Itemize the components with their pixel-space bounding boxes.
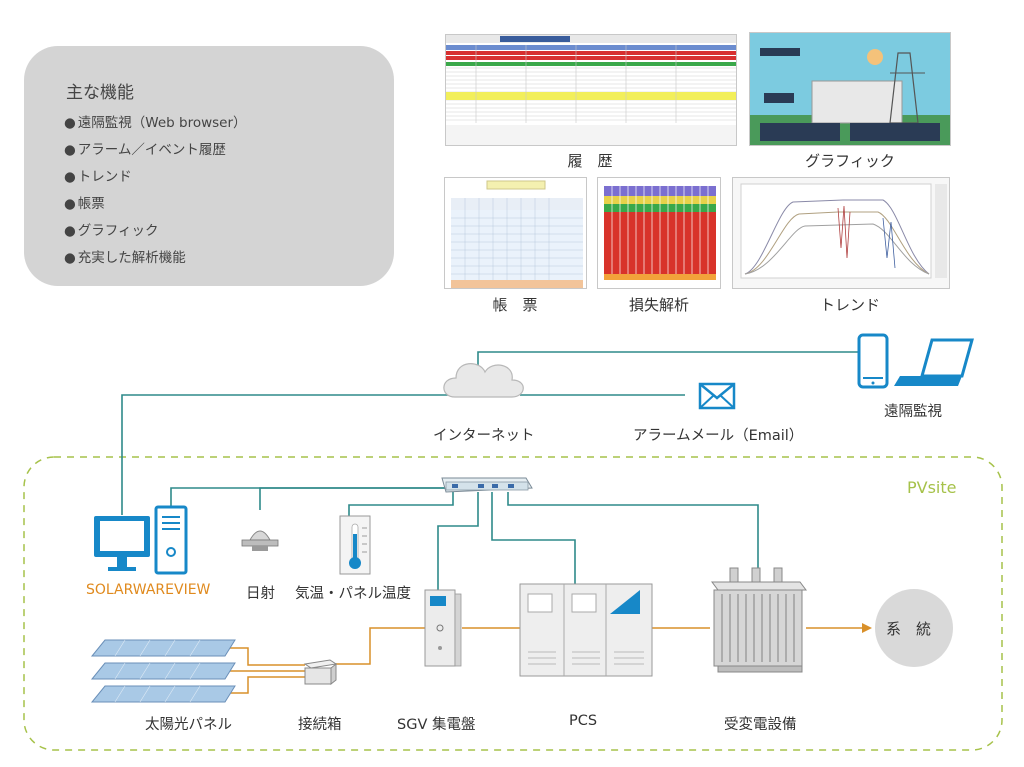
smartphone-icon	[857, 333, 889, 389]
graphic-scene-image	[750, 33, 950, 145]
monitor-icon	[94, 516, 150, 571]
solar-panel-icon	[90, 639, 236, 703]
irradiance-label: 日射	[246, 586, 275, 602]
network-lines	[121, 351, 858, 590]
history-caption: 履 歴	[567, 152, 613, 170]
internet-label: インターネット	[433, 428, 535, 444]
temperature-label: 気温・パネル温度	[295, 586, 411, 602]
cloud-icon	[443, 363, 524, 398]
pcs-cabinet-icon	[519, 583, 653, 677]
laptop-icon	[894, 338, 974, 386]
trend-screen-thumbnail	[732, 177, 950, 289]
solarwareview-label: SOLARWAREVIEW	[86, 582, 211, 598]
substation-label: 受変電設備	[724, 717, 797, 733]
sgv-panel-icon	[424, 589, 462, 667]
envelope-icon	[698, 382, 736, 410]
remote-monitoring-label: 遠隔監視	[884, 404, 942, 420]
feature-item: 遠隔監視（Web browser）	[64, 110, 247, 137]
pvsite-label: PVsite	[907, 478, 957, 497]
features-title: 主な機能	[66, 83, 134, 103]
feature-item: トレンド	[64, 164, 247, 191]
pc-tower-icon	[154, 505, 188, 575]
feature-item: グラフィック	[64, 218, 247, 245]
pcs-label: PCS	[569, 713, 598, 729]
pvsite-boundary	[23, 456, 1003, 751]
thermometer-icon	[339, 515, 371, 575]
features-list: 遠隔監視（Web browser） アラーム／イベント履歴 トレンド 帳票 グラ…	[64, 110, 247, 272]
feature-item: 帳票	[64, 191, 247, 218]
loss-analysis-caption: 損失解析	[628, 296, 689, 314]
graphic-screen-thumbnail	[749, 32, 951, 146]
history-screen-thumbnail	[445, 34, 737, 146]
trend-caption: トレンド	[819, 296, 880, 314]
grid-label: 系 統	[886, 620, 932, 638]
report-screen-thumbnail	[444, 177, 587, 289]
report-table-image	[451, 180, 583, 288]
graphic-caption: グラフィック	[805, 152, 895, 170]
junction-box-icon	[303, 659, 338, 686]
pyranometer-icon	[241, 530, 279, 551]
loss-analysis-bar-image	[602, 184, 718, 284]
solar-panel-label: 太陽光パネル	[145, 717, 232, 733]
power-lines	[225, 623, 872, 694]
loss-analysis-screen-thumbnail	[597, 177, 721, 289]
feature-item: アラーム／イベント履歴	[64, 137, 247, 164]
feature-item: 充実した解析機能	[64, 245, 247, 272]
grid-circle	[875, 589, 953, 667]
history-table-image	[446, 35, 736, 145]
sgv-panel-label: SGV 集電盤	[397, 717, 476, 733]
trend-line-image	[733, 178, 949, 288]
network-switch-icon	[441, 477, 533, 493]
transformer-icon	[711, 567, 807, 673]
junction-box-label: 接続箱	[298, 717, 342, 733]
features-panel: 主な機能 遠隔監視（Web browser） アラーム／イベント履歴 トレンド …	[24, 46, 394, 286]
report-caption: 帳 票	[492, 296, 538, 314]
alarm-mail-label: アラームメール（Email）	[633, 428, 804, 444]
